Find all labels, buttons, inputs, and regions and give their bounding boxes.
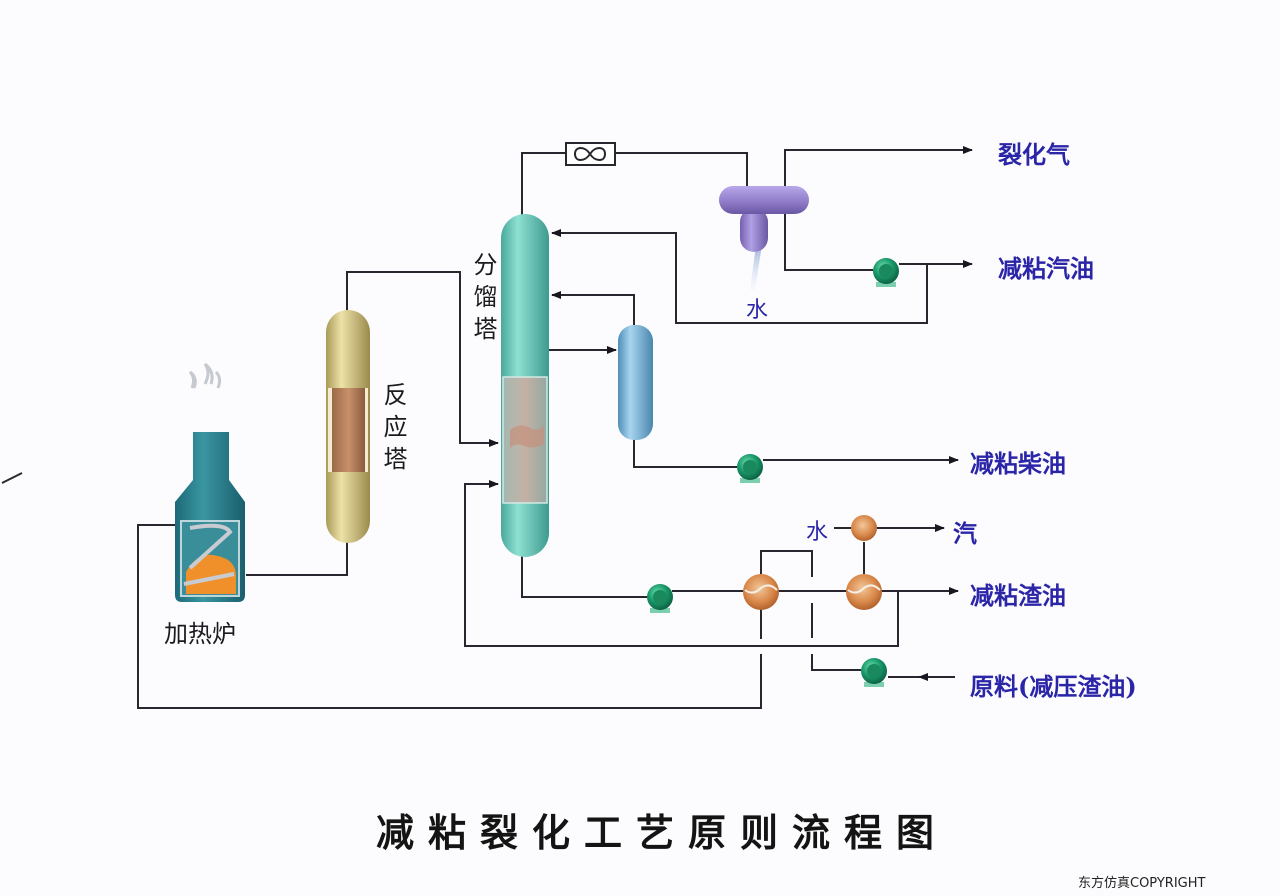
pump-diesel (737, 454, 763, 483)
pipe-reflux-top (551, 229, 928, 324)
steam-generator (851, 515, 877, 541)
pipe-hx1-top (760, 550, 813, 577)
pipe-gasoline (784, 213, 873, 271)
pipe-furnace-feed (137, 524, 762, 709)
stream-gasoline: 减粘汽油 (998, 254, 1094, 283)
pipe-feed (811, 654, 861, 671)
pump-feed (861, 658, 887, 687)
label-furnace: 加热炉 (164, 620, 236, 648)
pump-bottoms (647, 584, 673, 613)
stream-residue: 减粘渣油 (970, 581, 1066, 610)
reactor-column (326, 310, 370, 543)
stream-cracked-gas: 裂化气 (998, 140, 1070, 169)
label-water-in: 水 (806, 520, 829, 545)
edge-mark (1, 472, 23, 484)
stream-feed: 原料(减压渣油) (970, 672, 1137, 701)
heating-furnace (175, 362, 245, 602)
pipe-cracked-gas (784, 146, 973, 188)
label-water-spray: 水 (746, 298, 769, 323)
air-cooler (565, 142, 616, 166)
piping (1, 146, 973, 709)
pump-gasoline (873, 258, 899, 287)
pipe-recycle (464, 480, 899, 647)
label-fractionator: 分馏塔 (469, 252, 497, 348)
pipe-reactor-top (346, 271, 499, 447)
stream-steam: 汽 (953, 519, 977, 548)
copyright-notice: 东方仿真COPYRIGHT (1078, 876, 1206, 891)
label-reactor: 反应塔 (379, 382, 407, 478)
heat-exchanger-2 (846, 574, 882, 610)
pipe-side-return (551, 291, 635, 327)
pipe-overhead-vapor (521, 152, 748, 216)
infinity-icon (573, 147, 607, 161)
pipe-bottoms (521, 555, 648, 598)
side-stripper-drum (618, 325, 653, 440)
diagram-title: 减粘裂化工艺原则流程图 (376, 810, 949, 855)
stream-diesel: 减粘柴油 (970, 449, 1066, 478)
heat-exchanger-1 (743, 574, 779, 610)
pipe-diesel (633, 438, 737, 468)
fractionator-column (501, 214, 549, 557)
overhead-condenser (719, 186, 809, 290)
pipe-furnace-out (246, 542, 348, 576)
